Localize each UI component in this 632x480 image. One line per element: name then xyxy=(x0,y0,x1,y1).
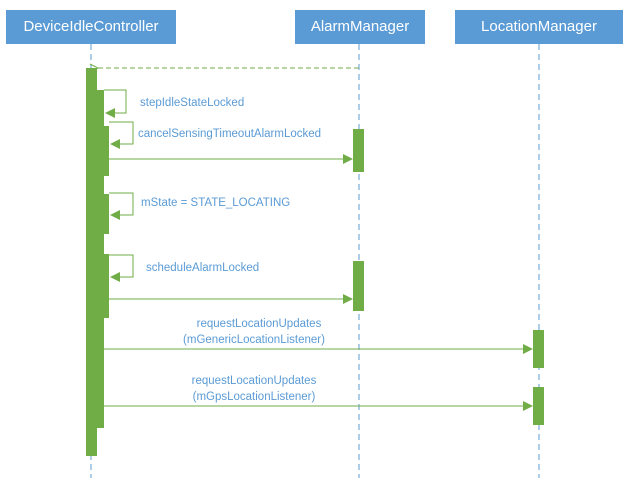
self-arrow-m-state xyxy=(109,192,134,220)
self-arrow-step-idle xyxy=(104,89,127,118)
self-arrow-cancel-sensing xyxy=(109,121,134,149)
label-m-state: mState = STATE_LOCATING xyxy=(141,197,290,209)
participant-alarm-manager: AlarmManager xyxy=(295,10,425,44)
activation-location-manager-2 xyxy=(533,387,544,425)
activation-cancel-sensing xyxy=(104,126,109,176)
label-step-idle: stepIdleStateLocked xyxy=(140,97,244,109)
label-schedule-alarm: scheduleAlarmLocked xyxy=(146,262,259,274)
label-request-generic-2: (mGenericLocationListener) xyxy=(183,334,325,346)
label-request-generic-1: requestLocationUpdates xyxy=(197,318,322,330)
label-cancel-sensing: cancelSensingTimeoutAlarmLocked xyxy=(138,128,321,140)
activation-schedule-alarm xyxy=(104,254,109,318)
participant-location-manager: LocationManager xyxy=(455,10,623,44)
self-arrow-schedule-alarm xyxy=(109,254,134,282)
activation-m-state xyxy=(104,194,109,234)
activation-alarm-manager-2 xyxy=(353,261,364,311)
label-request-gps-1: requestLocationUpdates xyxy=(192,375,317,387)
activation-location-manager-1 xyxy=(533,330,544,368)
activation-nested xyxy=(97,90,104,428)
activation-alarm-manager-1 xyxy=(353,129,364,172)
participant-device-idle-controller: DeviceIdleController xyxy=(6,10,176,44)
activation-main xyxy=(86,68,97,456)
label-request-gps-2: (mGpsLocationListener) xyxy=(193,391,316,403)
